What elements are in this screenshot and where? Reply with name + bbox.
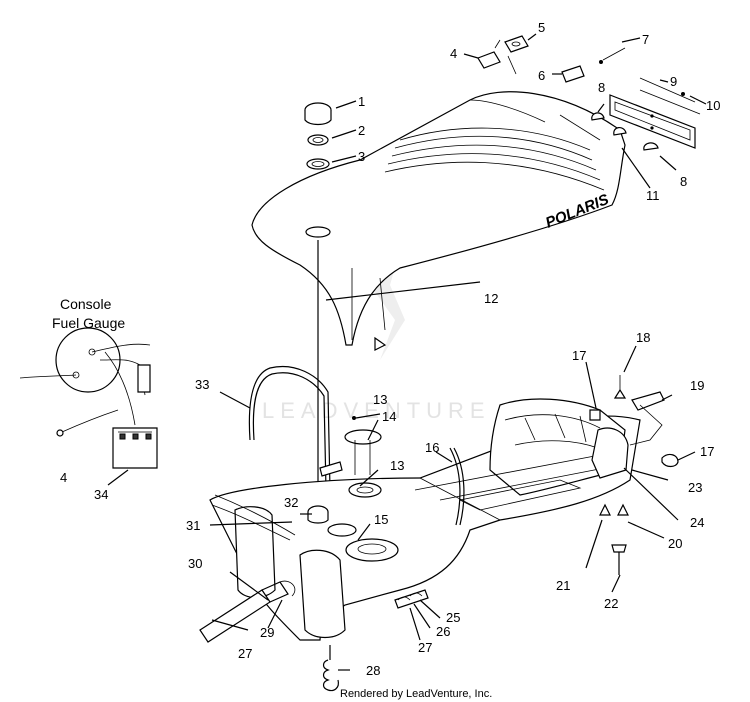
callout-4: 4 [450,46,457,61]
footer-credit: Rendered by LeadVenture, Inc. [340,688,492,700]
callout-18: 18 [636,330,650,345]
mount-hardware-group [585,345,696,593]
gauge-label-line2: Fuel Gauge [52,315,125,331]
callout-13-top: 13 [373,392,387,407]
callout-3: 3 [358,149,365,164]
callout-33: 33 [195,377,209,392]
callout-15: 15 [374,512,388,527]
callout-24: 24 [690,515,704,530]
callout-31: 31 [186,518,200,533]
seat-assembly: POLARIS [251,91,626,351]
callout-17-right: 17 [700,444,714,459]
callout-8-bottom: 8 [680,174,687,189]
fuel-cap-group [304,100,357,170]
callout-10: 10 [706,98,720,113]
gauge-label-line1: Console [60,296,112,312]
callout-22: 22 [604,596,618,611]
callout-28: 28 [366,663,380,678]
callout-13-bottom: 13 [390,458,404,473]
callout-2: 2 [358,123,365,138]
callout-8-top: 8 [598,80,605,95]
callout-7: 7 [642,32,649,47]
callout-9: 9 [670,74,677,89]
callout-30: 30 [188,556,202,571]
callout-23: 23 [688,480,702,495]
vent-line-group [219,240,331,491]
watermark-text: LEADVENTURE [262,398,491,423]
callout-26: 26 [436,624,450,639]
callout-6: 6 [538,68,545,83]
callout-11: 11 [646,188,660,203]
fuel-tank-assembly [199,398,641,692]
callout-21: 21 [556,578,570,593]
callout-34: 34 [94,487,108,502]
callout-27-left: 27 [238,646,252,661]
callout-5: 5 [538,20,545,35]
callout-12: 12 [484,291,498,306]
callout-14: 14 [382,409,396,424]
fuel-gauge-group: Console Fuel Gauge [19,296,158,486]
callout-29: 29 [260,625,274,640]
callout-1: 1 [358,94,365,109]
callout-4-left: 4 [60,470,67,485]
callout-32: 32 [284,495,298,510]
callout-27-right: 27 [418,640,432,655]
callout-25: 25 [446,610,460,625]
callout-20: 20 [668,536,682,551]
callout-16: 16 [425,440,439,455]
leader-lines [209,281,481,671]
seat-hardware-group [463,33,707,189]
callout-numbers: 1 2 3 4 5 6 7 8 8 9 10 11 12 13 13 14 15… [60,20,720,678]
callout-19: 19 [690,378,704,393]
callout-17-top: 17 [572,348,586,363]
